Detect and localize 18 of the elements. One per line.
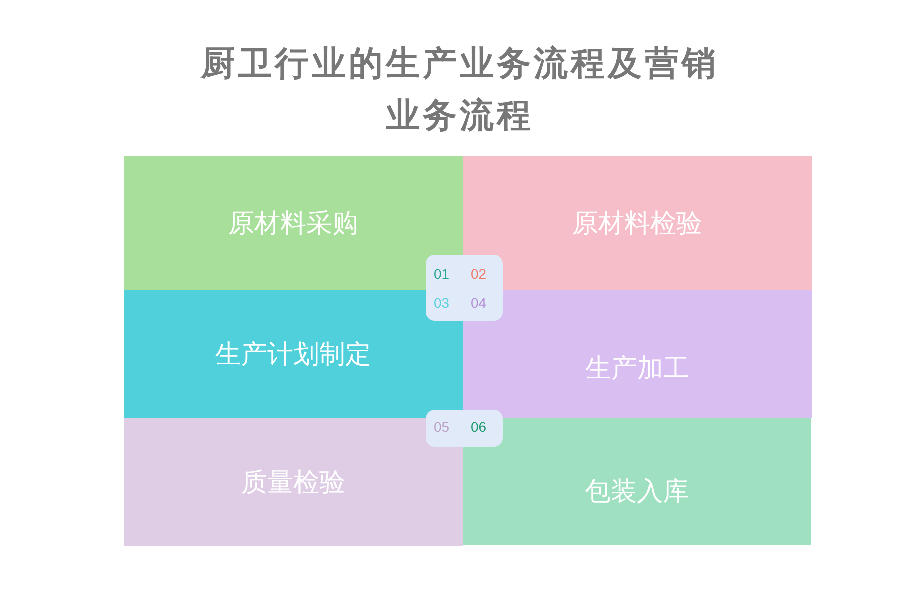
step-number: 04 bbox=[471, 295, 487, 311]
step-label: 包装入库 bbox=[585, 476, 689, 509]
title: 厨卫行业的生产业务流程及营销业务流程 bbox=[200, 43, 720, 138]
step-label: 原材料检验 bbox=[572, 208, 702, 240]
step-number: 06 bbox=[471, 419, 487, 435]
step-panel bbox=[463, 418, 811, 545]
step-label: 生产加工 bbox=[586, 352, 690, 386]
step-panel bbox=[124, 290, 463, 418]
step-label: 生产计划制定 bbox=[216, 338, 372, 372]
step-number: 05 bbox=[434, 419, 450, 435]
step-panel bbox=[463, 156, 812, 290]
step-label: 原材料采购 bbox=[228, 208, 358, 240]
step-panel bbox=[124, 418, 463, 546]
step-number: 02 bbox=[471, 266, 487, 282]
step-number: 01 bbox=[434, 266, 450, 282]
step-panel bbox=[463, 290, 812, 418]
step-panel bbox=[124, 156, 463, 290]
step-number: 03 bbox=[434, 295, 450, 311]
